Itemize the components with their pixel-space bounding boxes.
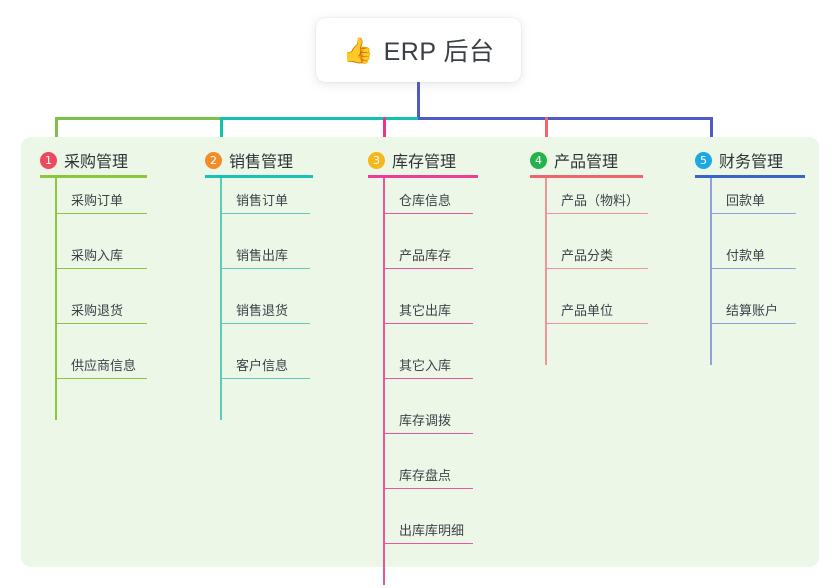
module-item-label: 销售订单 bbox=[236, 193, 289, 208]
module-item-label: 产品（物料） bbox=[561, 193, 640, 208]
module-title-purchasing: 采购管理 bbox=[64, 154, 129, 171]
module-header-purchasing[interactable]: 1 采购管理 bbox=[40, 148, 128, 172]
module-index-badge-finance: 5 bbox=[695, 151, 712, 169]
module-spine-purchasing bbox=[55, 178, 57, 420]
module-item-label: 结算账户 bbox=[726, 303, 779, 318]
module-title-finance: 财务管理 bbox=[719, 154, 784, 171]
module-item-label: 产品分类 bbox=[561, 248, 614, 263]
module-header-finance[interactable]: 5 财务管理 bbox=[695, 148, 783, 172]
drop-inventory bbox=[383, 117, 386, 148]
module-item[interactable]: 其它入库 bbox=[383, 349, 473, 379]
module-item-label: 出库库明细 bbox=[399, 523, 465, 538]
module-header-inventory[interactable]: 3 库存管理 bbox=[368, 148, 456, 172]
module-item[interactable]: 结算账户 bbox=[710, 294, 796, 324]
module-underline-finance bbox=[695, 175, 805, 178]
module-item[interactable]: 其它出库 bbox=[383, 294, 473, 324]
root-node-erp-backend[interactable]: 👍 ERP 后台 bbox=[316, 18, 521, 82]
module-item-label: 库存调拨 bbox=[399, 413, 452, 428]
module-item[interactable]: 产品库存 bbox=[383, 239, 473, 269]
module-item[interactable]: 产品单位 bbox=[545, 294, 648, 324]
module-item-label: 其它出库 bbox=[399, 303, 452, 318]
module-underline-sales bbox=[205, 175, 313, 178]
module-item-label: 采购退货 bbox=[71, 303, 124, 318]
module-spine-finance bbox=[710, 178, 712, 365]
root-stem-line bbox=[417, 82, 420, 120]
module-item[interactable]: 仓库信息 bbox=[383, 184, 473, 214]
module-item-label: 回款单 bbox=[726, 193, 766, 208]
module-item[interactable]: 回款单 bbox=[710, 184, 796, 214]
module-item[interactable]: 销售订单 bbox=[220, 184, 310, 214]
module-item-label: 客户信息 bbox=[236, 358, 289, 373]
module-item[interactable]: 供应商信息 bbox=[55, 349, 147, 379]
module-item-label: 其它入库 bbox=[399, 358, 452, 373]
module-item-label: 销售退货 bbox=[236, 303, 289, 318]
module-spine-product bbox=[545, 178, 547, 365]
bus-teal-segment bbox=[220, 117, 420, 120]
module-item-label: 产品单位 bbox=[561, 303, 614, 318]
module-underline-product bbox=[530, 175, 643, 178]
root-node-label: ERP 后台 bbox=[383, 38, 495, 66]
module-item[interactable]: 采购退货 bbox=[55, 294, 147, 324]
modules-panel bbox=[21, 137, 819, 567]
module-item[interactable]: 库存盘点 bbox=[383, 459, 473, 489]
module-index-badge-purchasing: 1 bbox=[40, 151, 57, 169]
module-item[interactable]: 产品分类 bbox=[545, 239, 648, 269]
module-item-label: 采购入库 bbox=[71, 248, 124, 263]
module-header-product[interactable]: 4 产品管理 bbox=[530, 148, 618, 172]
module-item[interactable]: 库存调拨 bbox=[383, 404, 473, 434]
bus-green-segment bbox=[55, 117, 223, 120]
module-item[interactable]: 采购订单 bbox=[55, 184, 147, 214]
module-item[interactable]: 付款单 bbox=[710, 239, 796, 269]
module-item-label: 供应商信息 bbox=[71, 358, 137, 373]
module-index-badge-sales: 2 bbox=[205, 151, 222, 169]
module-underline-purchasing bbox=[40, 175, 147, 178]
module-item[interactable]: 产品（物料） bbox=[545, 184, 648, 214]
drop-sales bbox=[220, 117, 223, 148]
module-spine-inventory bbox=[383, 178, 385, 585]
module-header-sales[interactable]: 2 销售管理 bbox=[205, 148, 293, 172]
module-item-label: 付款单 bbox=[726, 248, 766, 263]
drop-finance bbox=[710, 117, 713, 148]
module-item-label: 采购订单 bbox=[71, 193, 124, 208]
module-title-inventory: 库存管理 bbox=[392, 154, 457, 171]
module-underline-inventory bbox=[368, 175, 478, 178]
module-item-label: 库存盘点 bbox=[399, 468, 452, 483]
module-item-label: 产品库存 bbox=[399, 248, 452, 263]
module-item[interactable]: 采购入库 bbox=[55, 239, 147, 269]
module-index-badge-product: 4 bbox=[530, 151, 547, 169]
bus-purple-segment bbox=[418, 117, 713, 120]
module-index-badge-inventory: 3 bbox=[368, 151, 385, 169]
drop-product bbox=[545, 117, 548, 148]
drop-purchasing bbox=[55, 117, 58, 148]
module-item[interactable]: 销售出库 bbox=[220, 239, 310, 269]
module-item[interactable]: 销售退货 bbox=[220, 294, 310, 324]
module-item[interactable]: 客户信息 bbox=[220, 349, 310, 379]
module-item-label: 仓库信息 bbox=[399, 193, 452, 208]
module-title-product: 产品管理 bbox=[554, 154, 619, 171]
module-item-label: 销售出库 bbox=[236, 248, 289, 263]
module-spine-sales bbox=[220, 178, 222, 420]
module-item[interactable]: 出库库明细 bbox=[383, 514, 473, 544]
module-title-sales: 销售管理 bbox=[229, 154, 294, 171]
thumbs-up-icon: 👍 bbox=[342, 35, 374, 65]
